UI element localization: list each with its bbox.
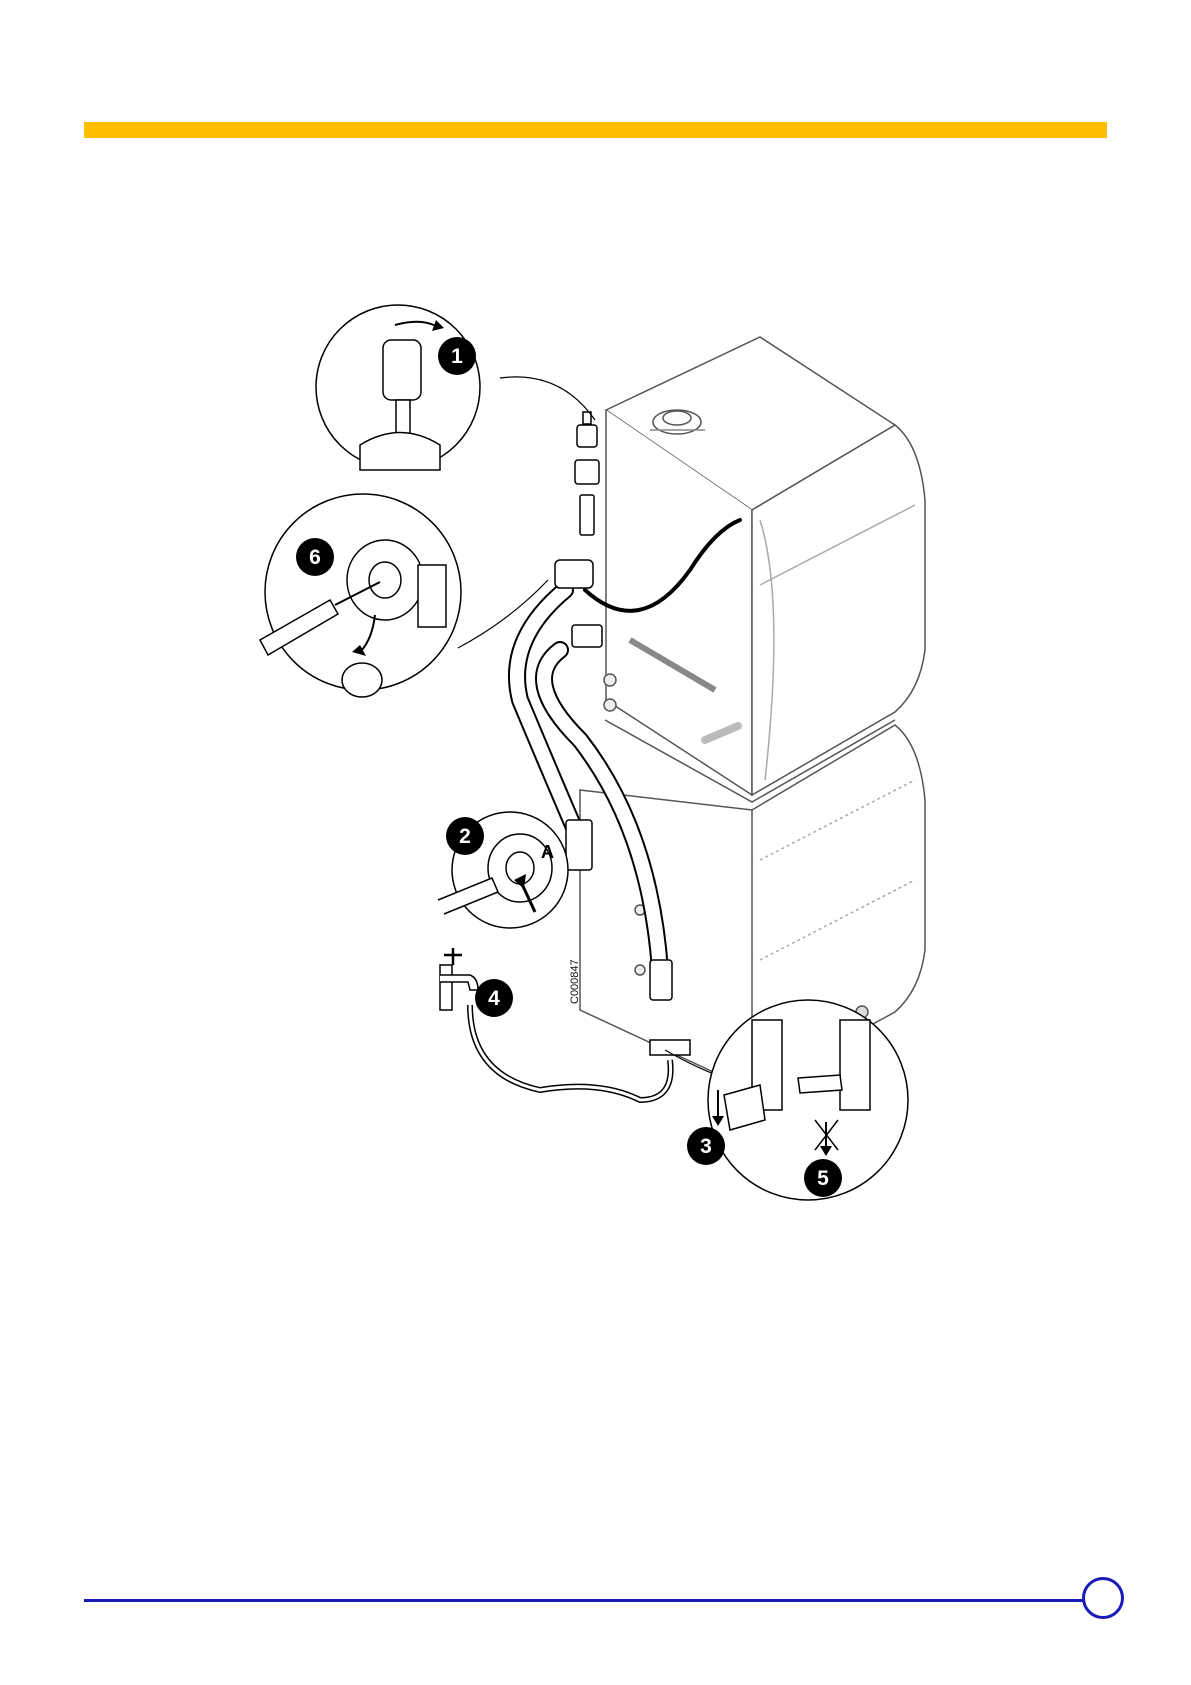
step-badge-4: 4 (475, 979, 513, 1017)
step-badge-5: 5 (804, 1159, 842, 1197)
svg-text:2: 2 (459, 825, 471, 848)
water-tap-icon (440, 948, 478, 1010)
figure-code: C000847 (569, 959, 581, 1004)
svg-text:3: 3 (700, 1135, 712, 1158)
svg-text:6: 6 (309, 546, 321, 569)
boiler-upper-unit (604, 337, 925, 802)
svg-text:5: 5 (817, 1167, 829, 1190)
page-number-circle (1082, 1577, 1124, 1619)
svg-text:1: 1 (451, 345, 463, 368)
step-badge-6: 6 (296, 538, 334, 576)
detail-air-vent (316, 305, 595, 470)
marker-a-label: A (541, 842, 554, 862)
detail-pump-screw (260, 494, 548, 697)
svg-text:4: 4 (488, 987, 500, 1010)
step-badge-3: 3 (687, 1127, 725, 1165)
step-badge-2: 2 (446, 817, 484, 855)
step-badge-1: 1 (438, 337, 476, 375)
footer-rule (84, 1599, 1084, 1602)
